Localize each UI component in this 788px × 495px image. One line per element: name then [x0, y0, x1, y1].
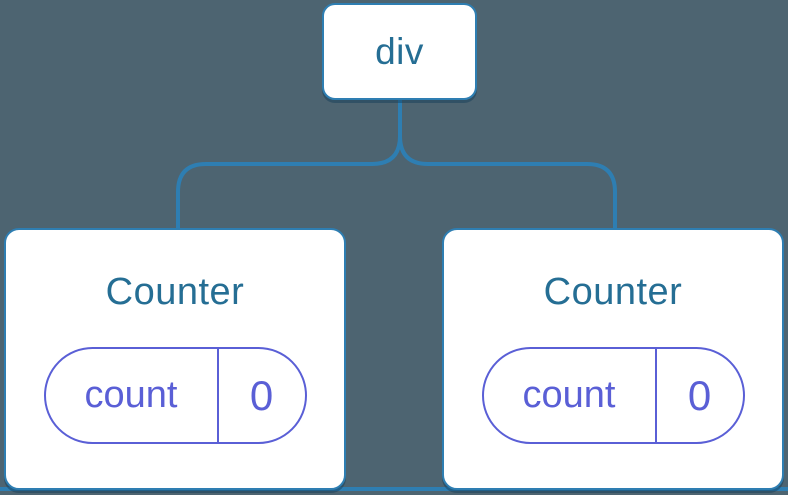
state-key-label: count — [522, 374, 616, 416]
root-node-label: div — [375, 30, 424, 72]
state-value-label: 0 — [249, 371, 274, 419]
counter-node-right: Counter count 0 — [442, 228, 784, 490]
component-name-label: Counter — [105, 271, 245, 313]
state-key-label: count — [84, 374, 178, 416]
state-pill: count 0 — [481, 347, 745, 444]
root-node-div: div — [322, 3, 477, 100]
state-key-cell: count — [46, 349, 219, 442]
counter-node-left: Counter count 0 — [4, 228, 346, 490]
connector-root-to-left-child — [176, 100, 402, 230]
state-key-cell: count — [484, 349, 657, 442]
component-name-label: Counter — [543, 271, 683, 313]
state-value-label: 0 — [687, 371, 712, 419]
connector-root-to-right-child — [398, 100, 617, 230]
state-value-cell: 0 — [219, 349, 305, 442]
bottom-edge-line — [0, 487, 788, 491]
state-value-cell: 0 — [657, 349, 743, 442]
state-pill: count 0 — [43, 347, 307, 444]
